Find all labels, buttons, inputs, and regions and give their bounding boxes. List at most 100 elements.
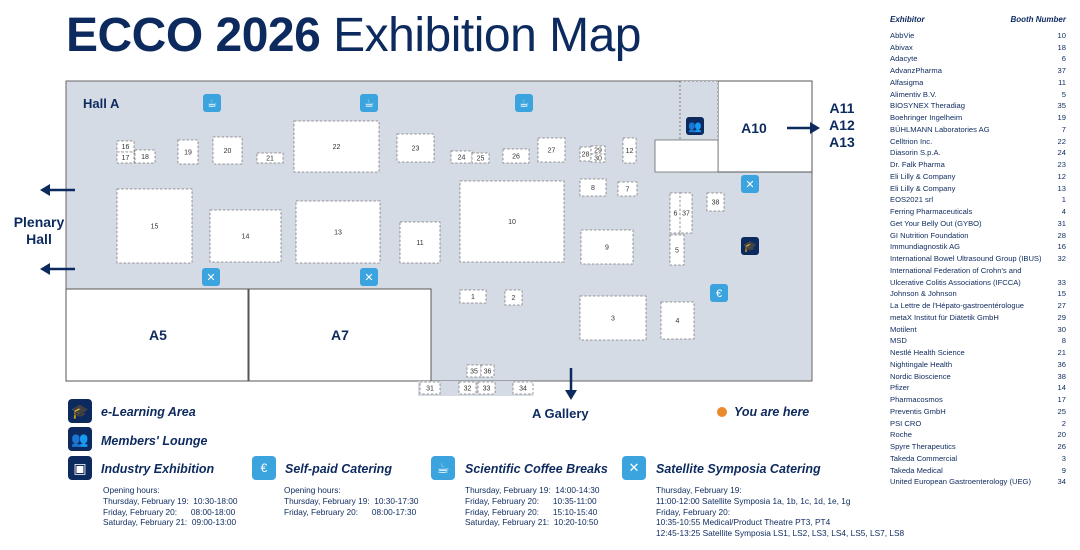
exhibitor-booth: 16	[1057, 242, 1066, 252]
booth-number: 27	[548, 147, 556, 154]
booth-38[interactable]: 38	[706, 192, 725, 212]
booth-rect	[537, 137, 566, 163]
booth-5[interactable]: 5	[669, 234, 685, 266]
hall-a5	[65, 288, 249, 382]
booth-30[interactable]: 30	[590, 153, 606, 163]
booth-10[interactable]: 10	[459, 180, 565, 263]
booth-number: 15	[151, 223, 159, 230]
booth-11[interactable]: 11	[399, 221, 441, 264]
exhibitor-name: Immundiagnostik AG	[890, 242, 961, 252]
booth-rect	[116, 151, 135, 164]
exhibitor-booth: 35	[1057, 101, 1066, 111]
booth-15[interactable]: 15	[116, 188, 193, 264]
exhibitor-name: Diasorin S.p.A.	[890, 148, 941, 158]
booth-number: 6	[674, 210, 678, 217]
booth-rect	[466, 364, 482, 378]
a10-label: A10	[741, 120, 767, 136]
exhibitor-name: AbbVie	[890, 30, 915, 40]
exhibitor-booth: 9	[1061, 465, 1066, 475]
booth-36[interactable]: 36	[480, 364, 495, 378]
booth-23[interactable]: 23	[396, 133, 435, 163]
exhibitor-booth: 3	[1061, 453, 1066, 463]
booth-number: 10	[508, 219, 516, 226]
booth-number: 16	[122, 144, 130, 151]
booth-4[interactable]: 4	[660, 301, 695, 340]
booth-number: 23	[412, 145, 420, 152]
booth-37[interactable]: 37	[679, 192, 693, 234]
booth-8[interactable]: 8	[579, 178, 607, 197]
booth-rect	[622, 137, 637, 164]
booth-16[interactable]: 16	[116, 140, 135, 153]
exhibitor-booth: 26	[1057, 442, 1066, 451]
booth-rect	[580, 229, 634, 265]
booth-13[interactable]: 13	[295, 200, 381, 264]
booth-35[interactable]: 35	[466, 364, 482, 378]
booth-31[interactable]: 31	[419, 381, 441, 395]
list-item: Diasorin S.p.A.24	[890, 147, 1066, 159]
svg-text:☕: ☕	[519, 98, 529, 110]
booth-number: 21	[266, 155, 274, 162]
booth-rect	[669, 234, 685, 266]
booth-number: 34	[519, 385, 527, 392]
booth-24[interactable]: 24	[450, 150, 473, 164]
booth-number: 9	[605, 244, 609, 251]
booth-number: 38	[712, 199, 720, 206]
hall-a7	[248, 288, 432, 382]
booth-14[interactable]: 14	[209, 209, 282, 263]
booth-22[interactable]: 22	[293, 120, 380, 173]
booth-28[interactable]: 28	[579, 146, 592, 162]
booth-number: 28	[582, 151, 590, 158]
booth-rect	[706, 192, 725, 212]
booth-rect	[209, 209, 282, 263]
coffee-icon: ☕	[203, 94, 221, 112]
booth-9[interactable]: 9	[580, 229, 634, 265]
booth-3[interactable]: 3	[579, 295, 647, 341]
booth-number: 31	[426, 385, 434, 392]
graduation-cap-icon: 🎓	[741, 237, 759, 255]
booth-rect	[459, 180, 565, 263]
svg-text:✕: ✕	[364, 272, 373, 284]
booth-17[interactable]: 17	[116, 151, 135, 164]
booth-34[interactable]: 34	[512, 381, 534, 395]
booth-29[interactable]: 29	[590, 145, 606, 155]
booth-26[interactable]: 26	[502, 148, 530, 164]
exhibitor-booth: 5	[1061, 89, 1066, 99]
booth-32[interactable]: 32	[458, 381, 477, 395]
booth-number: 4	[676, 318, 680, 325]
booth-2[interactable]: 2	[504, 289, 523, 306]
booth-25[interactable]: 25	[471, 152, 490, 164]
booth-rect	[295, 200, 381, 264]
booth-rect	[579, 295, 647, 341]
booth-rect	[396, 133, 435, 163]
you-are-here-label: You are here	[734, 405, 810, 419]
svg-text:☕: ☕	[207, 98, 217, 110]
exhibitor-name: Nightingale Health	[890, 359, 953, 369]
booth-7[interactable]: 7	[617, 181, 638, 197]
exhibitor-booth: 22	[1057, 136, 1066, 146]
booth-rect	[679, 192, 693, 234]
coffee-icon: ☕	[360, 94, 378, 112]
booth-21[interactable]: 21	[256, 152, 284, 164]
exhibitor-booth: 15	[1057, 289, 1066, 299]
booth-19[interactable]: 19	[177, 139, 199, 165]
legend-lounge: Members' Lounge	[101, 434, 208, 448]
booth-rect	[419, 381, 441, 395]
booth-12[interactable]: 12	[622, 137, 637, 164]
booth-20[interactable]: 20	[212, 136, 243, 165]
booth-1[interactable]: 1	[459, 289, 487, 304]
booth-27[interactable]: 27	[537, 137, 566, 163]
booth-33[interactable]: 33	[477, 381, 496, 395]
exhibitor-booth: 29	[1057, 312, 1066, 322]
booth-rect	[471, 152, 490, 164]
booth-number: 14	[242, 233, 250, 240]
exhibitor-booth: 33	[1057, 277, 1066, 287]
booth-6[interactable]: 6	[669, 192, 682, 234]
booth-18[interactable]: 18	[134, 149, 156, 164]
exhibitor-booth: 20	[1057, 430, 1066, 440]
